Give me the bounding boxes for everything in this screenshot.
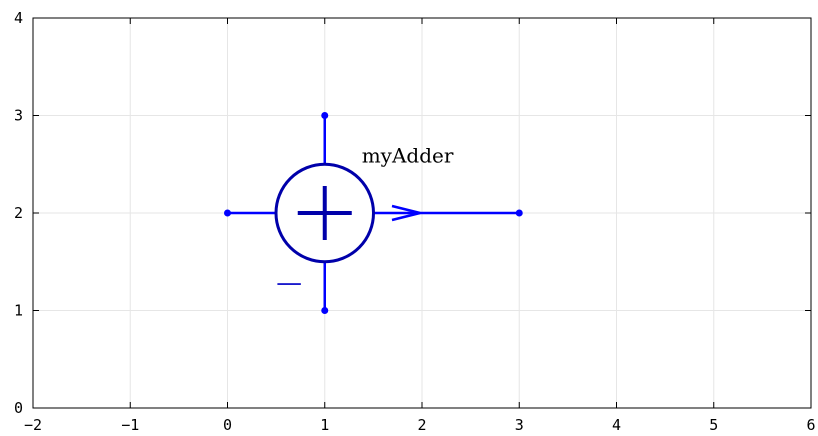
adder-block xyxy=(224,112,523,314)
x-tick-label: −2 xyxy=(24,416,42,434)
x-tick-label: 6 xyxy=(806,416,815,434)
x-tick-label: 2 xyxy=(417,416,426,434)
x-tick-label: 4 xyxy=(612,416,621,434)
minus-sign-label: — xyxy=(276,268,302,298)
y-tick-label: 1 xyxy=(14,302,23,320)
port-endpoint-dot xyxy=(515,209,523,217)
y-tick-label: 2 xyxy=(14,204,23,222)
y-tick-label: 3 xyxy=(14,107,23,125)
x-tick-label: 1 xyxy=(320,416,329,434)
port-endpoint-dot xyxy=(224,209,231,217)
x-tick-label: −1 xyxy=(121,416,139,434)
x-tick-label: 5 xyxy=(709,416,718,434)
y-tick-label: 0 xyxy=(14,399,23,417)
x-tick-label: 0 xyxy=(223,416,232,434)
axis-ticks xyxy=(32,17,812,409)
adder-label: myAdder xyxy=(362,143,454,167)
output-arrowhead xyxy=(391,204,421,222)
port-endpoint-dot xyxy=(321,307,329,314)
y-tick-labels: 0 1 2 3 4 xyxy=(14,9,23,417)
x-tick-label: 3 xyxy=(515,416,524,434)
y-tick-label: 4 xyxy=(14,9,23,27)
port-endpoint-dot xyxy=(321,112,329,119)
x-tick-labels: −2 −1 0 1 2 3 4 5 6 xyxy=(24,416,816,434)
